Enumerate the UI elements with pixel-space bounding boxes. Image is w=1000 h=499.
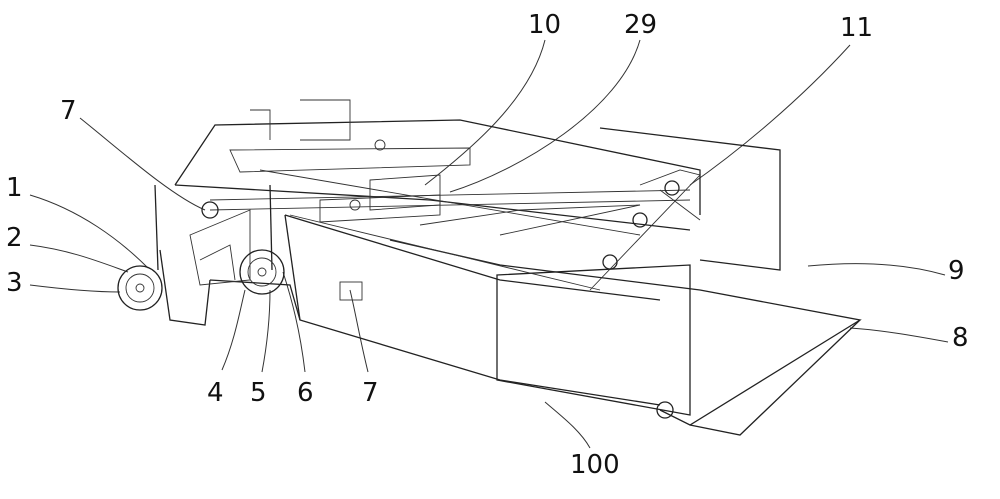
gear-1 [118,266,162,310]
label-29: 29 [624,12,657,38]
label-2: 2 [6,225,23,251]
label-10: 10 [528,12,561,38]
label-1: 1 [6,175,23,201]
label-9: 9 [948,258,965,284]
label-7-top: 7 [60,98,77,124]
gear-2 [240,250,284,294]
leader-lines [30,40,948,448]
label-8: 8 [952,325,969,351]
gears [118,140,679,418]
label-11: 11 [840,15,873,41]
label-5: 5 [250,380,267,406]
label-3: 3 [6,270,23,296]
label-100: 100 [570,452,620,478]
label-7-bottom: 7 [362,380,379,406]
label-4: 4 [207,380,224,406]
label-6: 6 [297,380,314,406]
